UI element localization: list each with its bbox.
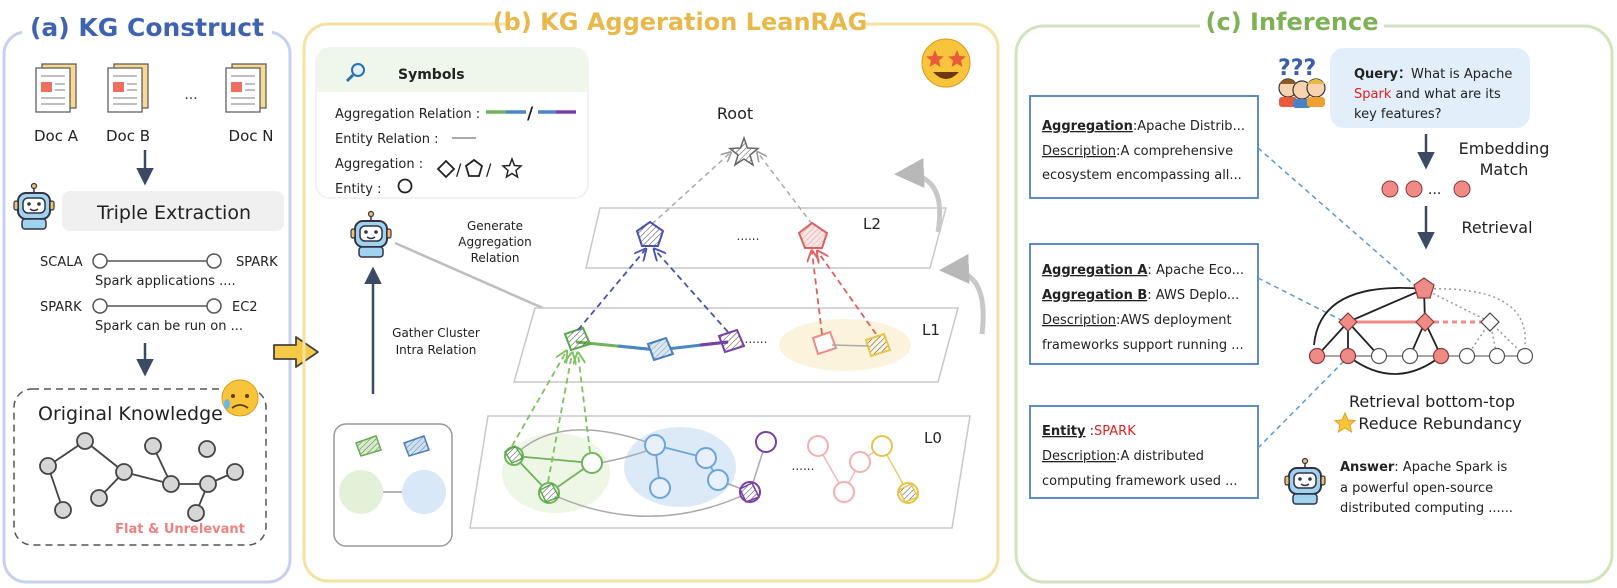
doc-n-label: Doc N — [229, 127, 274, 145]
triple-1-head: SCALA — [40, 255, 83, 270]
flat-graph — [39, 432, 244, 522]
robot-icon-aggregation — [350, 210, 392, 258]
flat-unrelevant-label: Flat & Unrelevant — [115, 522, 245, 537]
panel-b-title: (b) KG Aggeration LeanRAG — [493, 8, 868, 36]
answer-line-3: distributed computing ...... — [1340, 501, 1513, 516]
magnifier-icon — [345, 63, 365, 83]
svg-text:/: / — [456, 160, 462, 179]
robot-icon-answer — [1284, 457, 1326, 505]
doc-a-icon — [35, 63, 77, 113]
reduce-label: Reduce Rebundancy — [1358, 414, 1521, 433]
original-knowledge-title: Original Knowledge — [38, 403, 223, 425]
doc-b-icon — [107, 63, 149, 113]
gather-line-2: Intra Relation — [396, 343, 477, 357]
svg-text:Aggregation A: Apache Eco...: Aggregation A: Apache Eco... — [1042, 263, 1244, 278]
confused-people-icon: ??? — [1278, 56, 1326, 108]
generate-line-3: Relation — [471, 251, 520, 265]
triple-extraction-box — [62, 191, 284, 231]
layer-label-l1: L1 — [922, 321, 940, 339]
layer-label-l0: L0 — [924, 429, 942, 447]
doc-a-label: Doc A — [34, 127, 79, 145]
result-box-1: Aggregation:Apache Distrib... Descriptio… — [1029, 95, 1259, 199]
layer-label-l2: L2 — [863, 215, 881, 233]
star-icon — [1333, 411, 1357, 434]
panel-kg-aggregation: (b) KG Aggeration LeanRAG Symbols Aggreg… — [302, 8, 1000, 583]
transition-arrow-icon — [273, 336, 319, 368]
triple-extraction-title: Triple Extraction — [96, 202, 251, 224]
root-star — [728, 135, 760, 167]
gather-line-1: Gather Cluster — [392, 326, 480, 340]
star-eyes-emoji-icon — [921, 38, 971, 88]
panel-c-title: (c) Inference — [1206, 8, 1379, 36]
generate-line-1: Generate — [467, 219, 523, 233]
query-line-1: Query：What is Apache — [1354, 67, 1512, 82]
layer-plane-l2 — [585, 207, 947, 269]
retrieval-tree — [1308, 277, 1534, 375]
svg-text:frameworks support running ...: frameworks support running ... — [1042, 338, 1244, 353]
symbol-entity-relation-label: Entity Relation : — [335, 132, 439, 147]
result-box-3: Entity :SPARK Description:A distributed … — [1029, 405, 1259, 499]
query-line-2: Spark and what are its — [1354, 87, 1501, 102]
svg-text:???: ??? — [1278, 56, 1316, 81]
svg-text:......: ...... — [745, 332, 768, 346]
svg-text:......: ...... — [792, 459, 815, 473]
svg-text:Description:AWS deployment: Description:AWS deployment — [1042, 313, 1232, 328]
original-knowledge-box — [13, 388, 267, 546]
svg-text:Aggregation:Apache Distrib...: Aggregation:Apache Distrib... — [1042, 119, 1245, 134]
symbol-entity-label: Entity : — [335, 182, 381, 197]
embedding-line-2: Match — [1480, 160, 1529, 179]
svg-text:/: / — [527, 104, 534, 124]
symbol-aggregation-relation-label: Aggregation Relation : — [335, 107, 480, 122]
panel-kg-construct: (a) KG Construct ... Doc A Doc B Doc N T… — [2, 13, 292, 584]
triple-1-relation: Spark applications .... — [95, 274, 236, 289]
root-label: Root — [717, 104, 753, 123]
doc-ellipsis: ... — [184, 87, 197, 103]
sad-emoji-icon — [221, 379, 259, 417]
svg-text:computing framework used ...: computing framework used ... — [1042, 474, 1238, 489]
symbols-title: Symbols — [398, 67, 465, 83]
triple-1-tail: SPARK — [236, 255, 278, 270]
retrieval-label: Retrieval — [1461, 218, 1532, 237]
svg-text:Description:A comprehensive: Description:A comprehensive — [1042, 144, 1233, 159]
doc-n-icon — [225, 63, 267, 113]
panel-inference: (c) Inference ??? Query：What is Apache S… — [1014, 8, 1614, 584]
svg-text:Aggregation B: AWS Deplo...: Aggregation B: AWS Deplo... — [1042, 288, 1239, 303]
symbol-aggregation-label: Aggregation : — [335, 157, 423, 172]
panel-a-title: (a) KG Construct — [30, 13, 264, 42]
answer-line-2: a powerful open-source — [1340, 481, 1493, 496]
bottom-top-label: Retrieval bottom-top — [1349, 392, 1515, 411]
svg-text:/: / — [486, 160, 492, 179]
triple-2-head: SPARK — [40, 300, 82, 315]
svg-text:...: ... — [1428, 182, 1441, 198]
query-bubble — [1330, 48, 1530, 128]
svg-text:ecosystem encompassing all...: ecosystem encompassing all... — [1042, 168, 1242, 183]
triple-2-relation: Spark can be run on ... — [95, 319, 243, 334]
embedding-line-1: Embedding — [1459, 139, 1550, 158]
answer-line-1: Answer: Apache Spark is — [1340, 460, 1508, 475]
generate-line-2: Aggregation — [458, 235, 531, 249]
result-box-2: Aggregation A: Apache Eco... Aggregation… — [1029, 243, 1259, 365]
svg-text:Entity :SPARK: Entity :SPARK — [1042, 424, 1136, 439]
svg-text:Description:A distributed: Description:A distributed — [1042, 449, 1204, 464]
svg-text:......: ...... — [737, 229, 760, 243]
query-line-3: key features? — [1354, 107, 1442, 122]
doc-b-label: Doc B — [106, 127, 150, 145]
robot-icon — [13, 182, 55, 230]
triple-2-tail: EC2 — [232, 300, 258, 315]
